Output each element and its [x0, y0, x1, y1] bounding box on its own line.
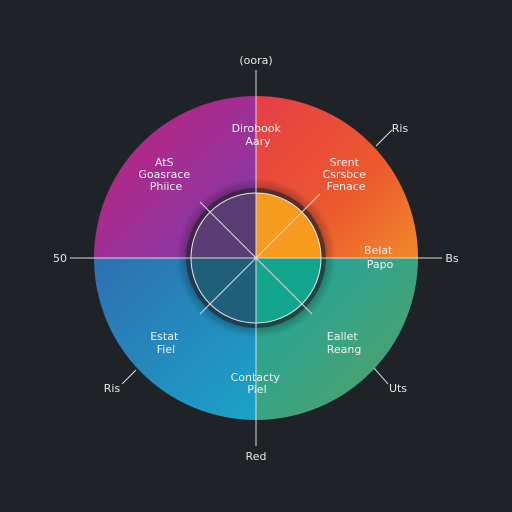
diagonal-top-left: [199, 201, 257, 259]
segment-label-bottom-right: Eallet Reang: [327, 330, 362, 356]
leader-bottom-left: [121, 369, 137, 385]
leader-bottom-right: [373, 367, 389, 385]
diagonal-bottom-left: [199, 257, 257, 315]
label-top: (oora): [239, 54, 272, 67]
segment-label-bottom-center: Contacty Piel: [231, 371, 284, 396]
label-bottom-left: Ris: [104, 382, 121, 395]
label-bottom: Red: [246, 450, 267, 463]
label-left: 50: [53, 252, 67, 265]
segment-label-top-left: AtS Goasrace Phiice: [138, 156, 193, 193]
label-bottom-right: Uts: [389, 382, 407, 395]
connector-lines: [70, 70, 442, 446]
segment-label-top-right: Srent Csrsbce Fenace: [323, 156, 370, 193]
segment-labels: AtS Goasrace Phiice Dirobook Aary Srent …: [138, 122, 396, 396]
leader-top-right: [375, 129, 393, 147]
segment-label-top-center: Dirobook Aary: [232, 122, 285, 148]
diagonal-bottom-right: [255, 257, 313, 315]
segment-label-bottom-left: Estat Fiel: [150, 330, 182, 356]
outer-labels: (oora) Ris Bs Uts Red Ris 50: [53, 54, 459, 463]
label-top-right: Ris: [392, 122, 409, 135]
label-right: Bs: [445, 252, 459, 265]
diagonal-top-right: [255, 193, 321, 259]
segment-label-right: Belat Papo: [364, 244, 396, 271]
